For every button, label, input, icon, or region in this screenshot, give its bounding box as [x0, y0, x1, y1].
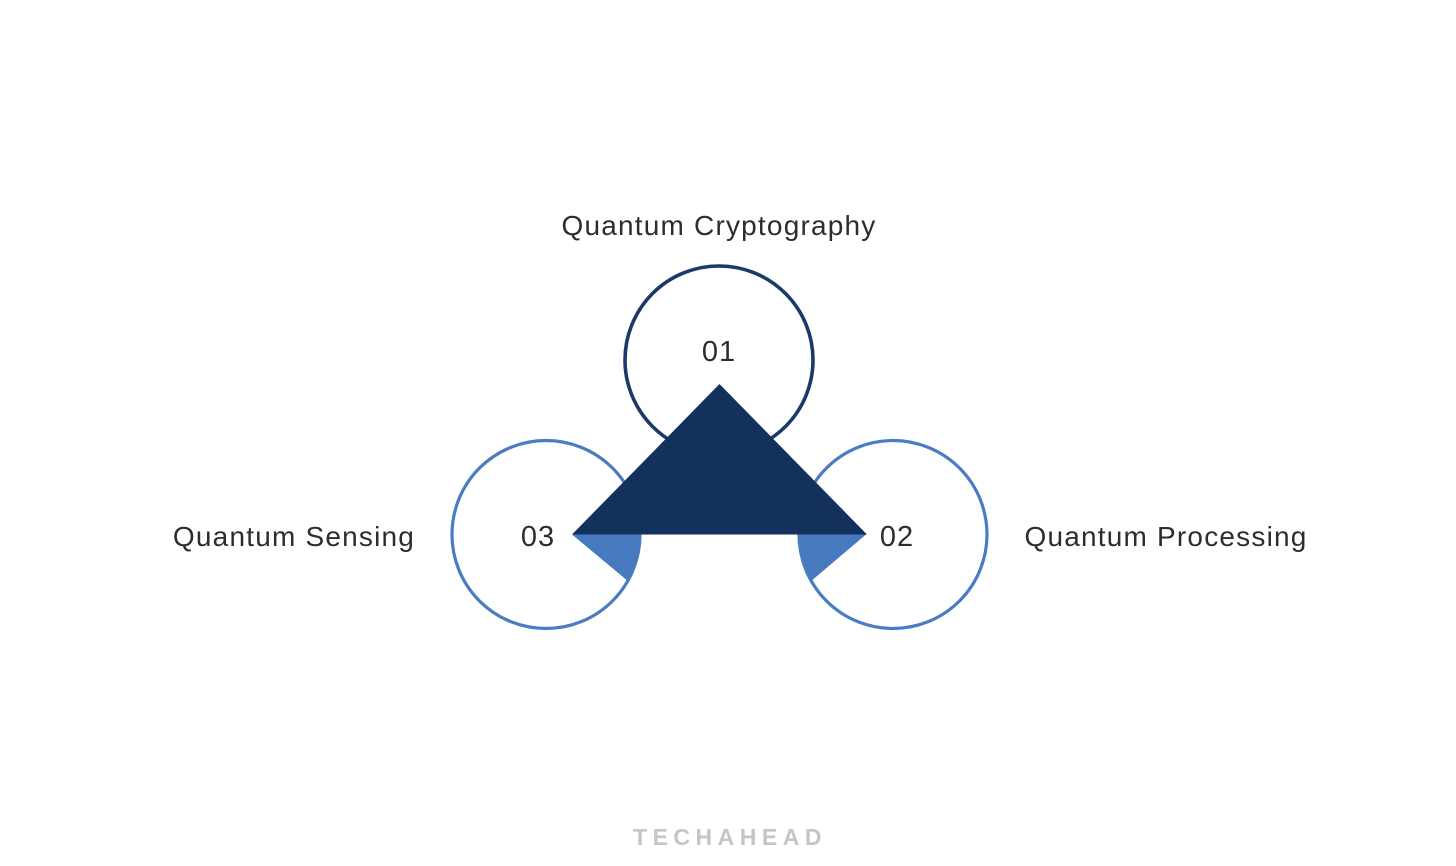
left-node-label: Quantum Sensing	[173, 521, 415, 552]
right-wedge	[799, 534, 866, 581]
top-node-label: Quantum Cryptography	[561, 210, 876, 241]
right-node-number: 02	[880, 521, 914, 553]
right-node-label: Quantum Processing	[1024, 521, 1307, 552]
left-wedge	[572, 534, 640, 581]
left-node-number: 03	[521, 521, 555, 553]
center-triangle	[572, 384, 867, 535]
techahead-watermark: TECHAHEAD	[633, 824, 827, 850]
top-node-number: 01	[702, 336, 736, 368]
